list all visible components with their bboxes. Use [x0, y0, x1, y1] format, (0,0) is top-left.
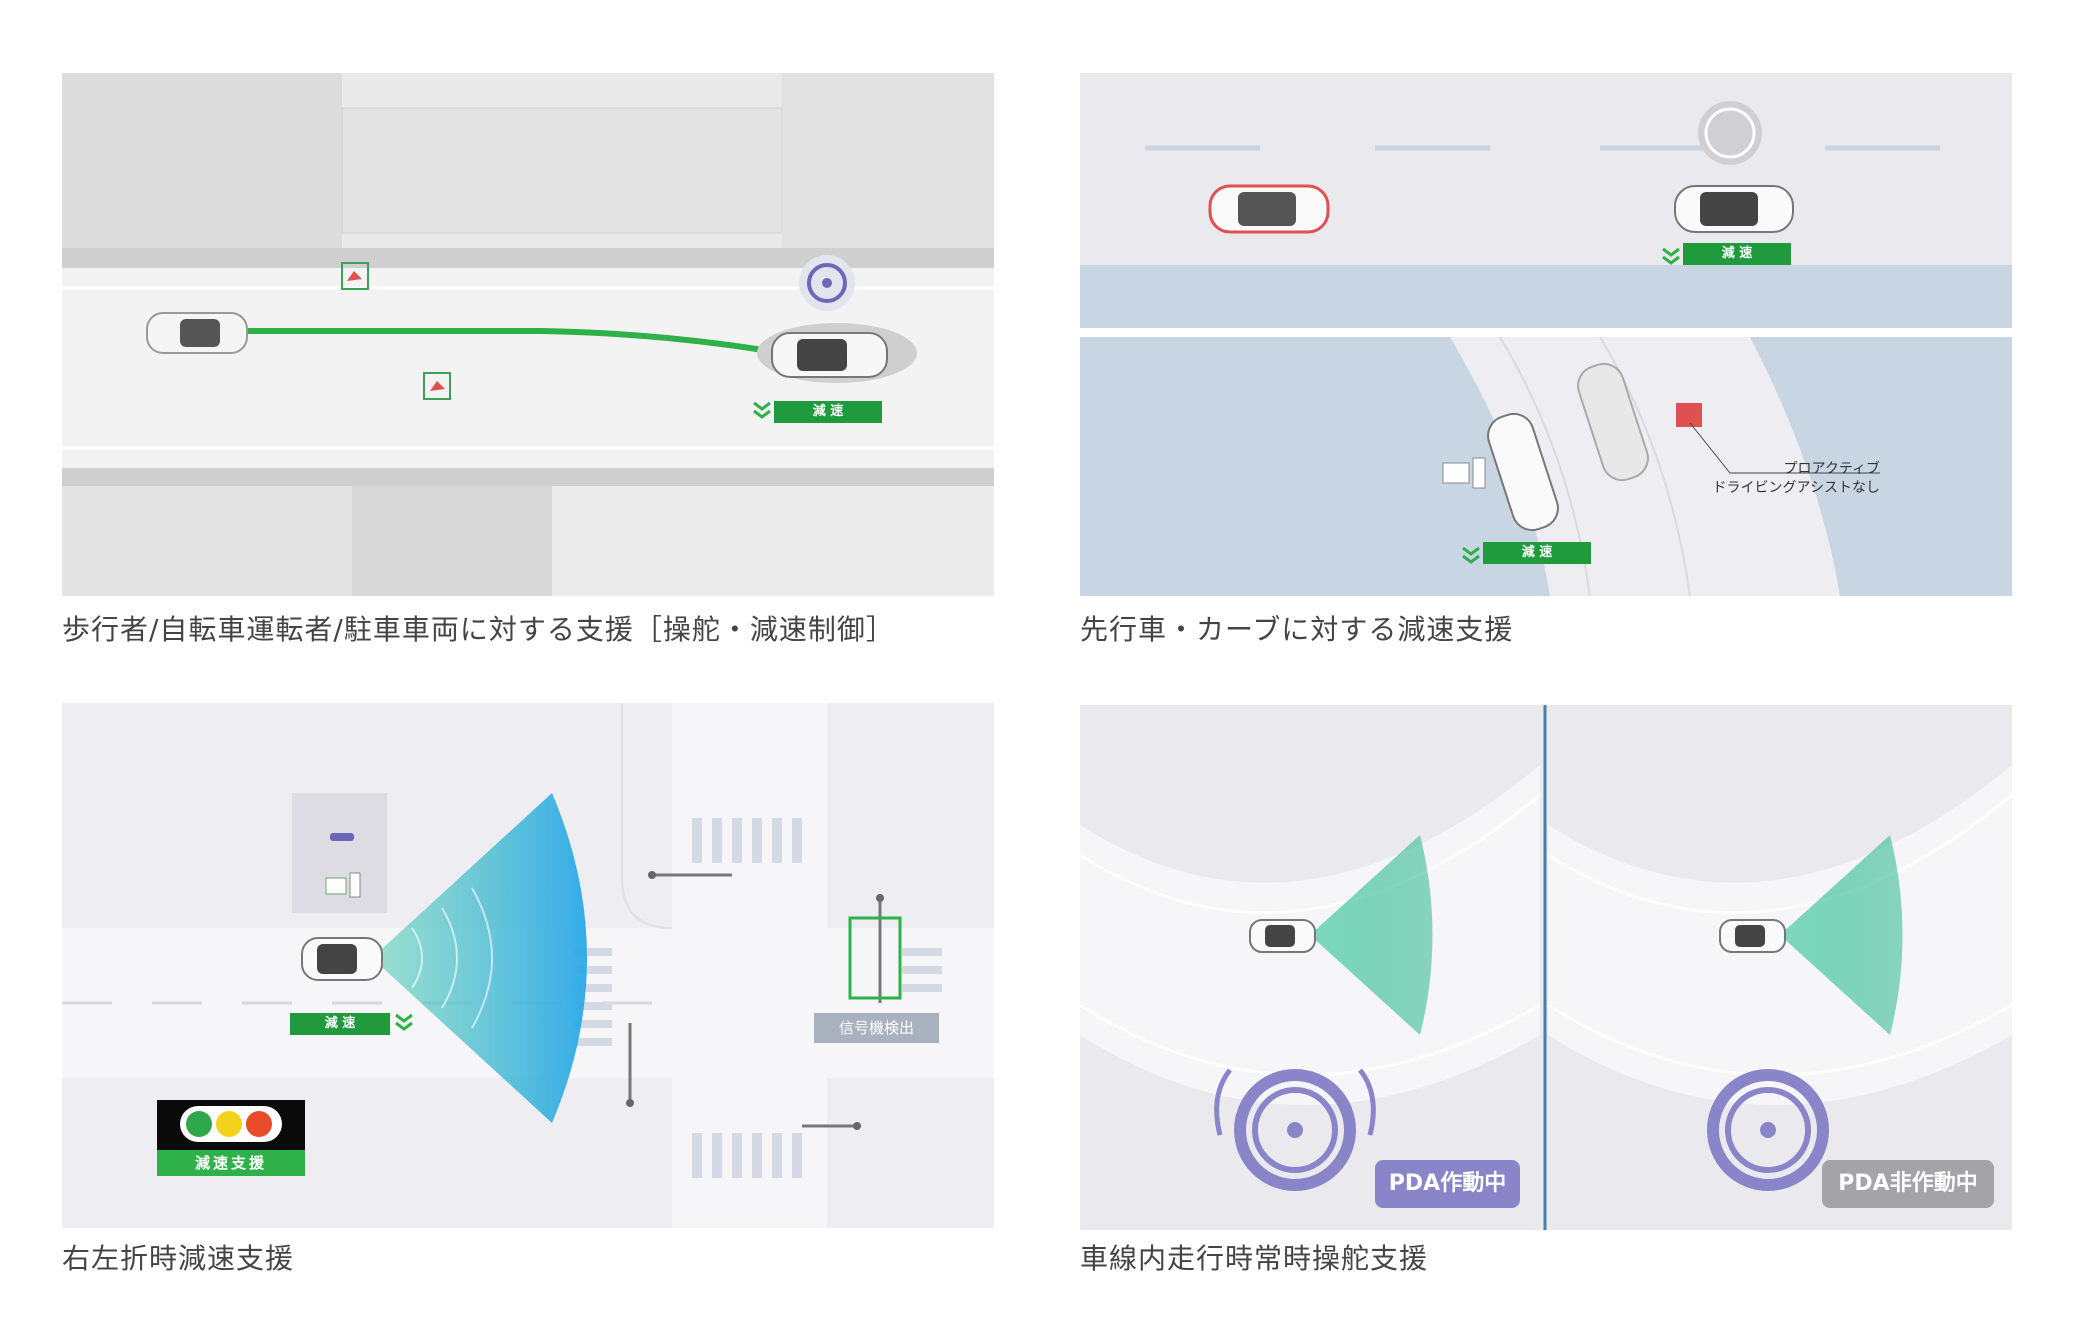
pda-off-badge: PDA非作動中 [1838, 1171, 1978, 1196]
panel-vehicle-curve-support: 減 速 減 速 プロアクティブ ドライビングアシストなし [1080, 73, 2012, 596]
caption-vehicle-curve-support: 先行車・カーブに対する減速支援 [1080, 613, 1514, 646]
decel-chevrons [753, 401, 771, 419]
traffic-light-icon [157, 1100, 305, 1150]
parked-vehicle-icon-turn [325, 872, 361, 898]
decel-badge-turn-bg [290, 1013, 390, 1035]
ghost-car [1577, 362, 1649, 482]
signal-detect-label: 信号機検出 [838, 1019, 914, 1037]
signal-detect-box [848, 916, 902, 1000]
decel-badge-turn: 減 速 [324, 1016, 356, 1031]
caption-lane-steering-support: 車線内走行時常時操舵支援 [1080, 1242, 1429, 1275]
pedestrian-marker [423, 372, 451, 400]
pda-on-badge-bg [1375, 1160, 1520, 1208]
signal-label-bg [157, 1150, 305, 1176]
cyclist-marker [341, 262, 369, 290]
signal-label: 減速支援 [194, 1154, 267, 1172]
own-car-top [1674, 185, 1794, 233]
own-car-bottom [1487, 412, 1559, 532]
pda-active-scene [1080, 765, 1541, 1191]
cyclist-icon-turn [330, 833, 354, 841]
panel-lane-steering-support: PDA作動中 PDA非作動中 [1080, 705, 2012, 1230]
caption-pedestrian-support: 歩行者/自転車運転者/駐車車両に対する支援［操舵・減速制御］ [62, 613, 895, 646]
decel-badge-bottom: 減 速 [1521, 545, 1553, 560]
decel-badge-top: 減 速 [1721, 246, 1753, 261]
lead-car [1208, 184, 1330, 234]
pda-inactive-scene [1547, 765, 2012, 1191]
parked-vehicle-icon [1442, 457, 1486, 489]
decel-badge: 減 速 [812, 404, 844, 419]
pda-on-badge: PDA作動中 [1388, 1171, 1507, 1196]
decel-badge-bg [774, 401, 882, 423]
own-car-turn [301, 937, 383, 981]
red-alert-icon [1676, 403, 1702, 427]
steering-icon [799, 255, 855, 311]
decel-badge-bottom-bg [1483, 542, 1591, 564]
car-right [757, 323, 917, 383]
car-left [146, 312, 248, 354]
panel-turn-decel-support: 減 速 減速支援 信号機検出 [62, 703, 994, 1228]
callout-line2: ドライビングアシストなし [1712, 480, 1880, 496]
decel-badge-top-bg [1683, 243, 1791, 265]
callout-line1: プロアクティブ [1783, 461, 1880, 477]
caption-turn-decel-support: 右左折時減速支援 [62, 1242, 295, 1275]
pda-off-badge-bg [1822, 1160, 1994, 1208]
panel-pedestrian-support: 減 速 [62, 73, 994, 596]
alert-icon-top [1698, 101, 1762, 165]
signal-detect-label-bg [814, 1013, 939, 1043]
